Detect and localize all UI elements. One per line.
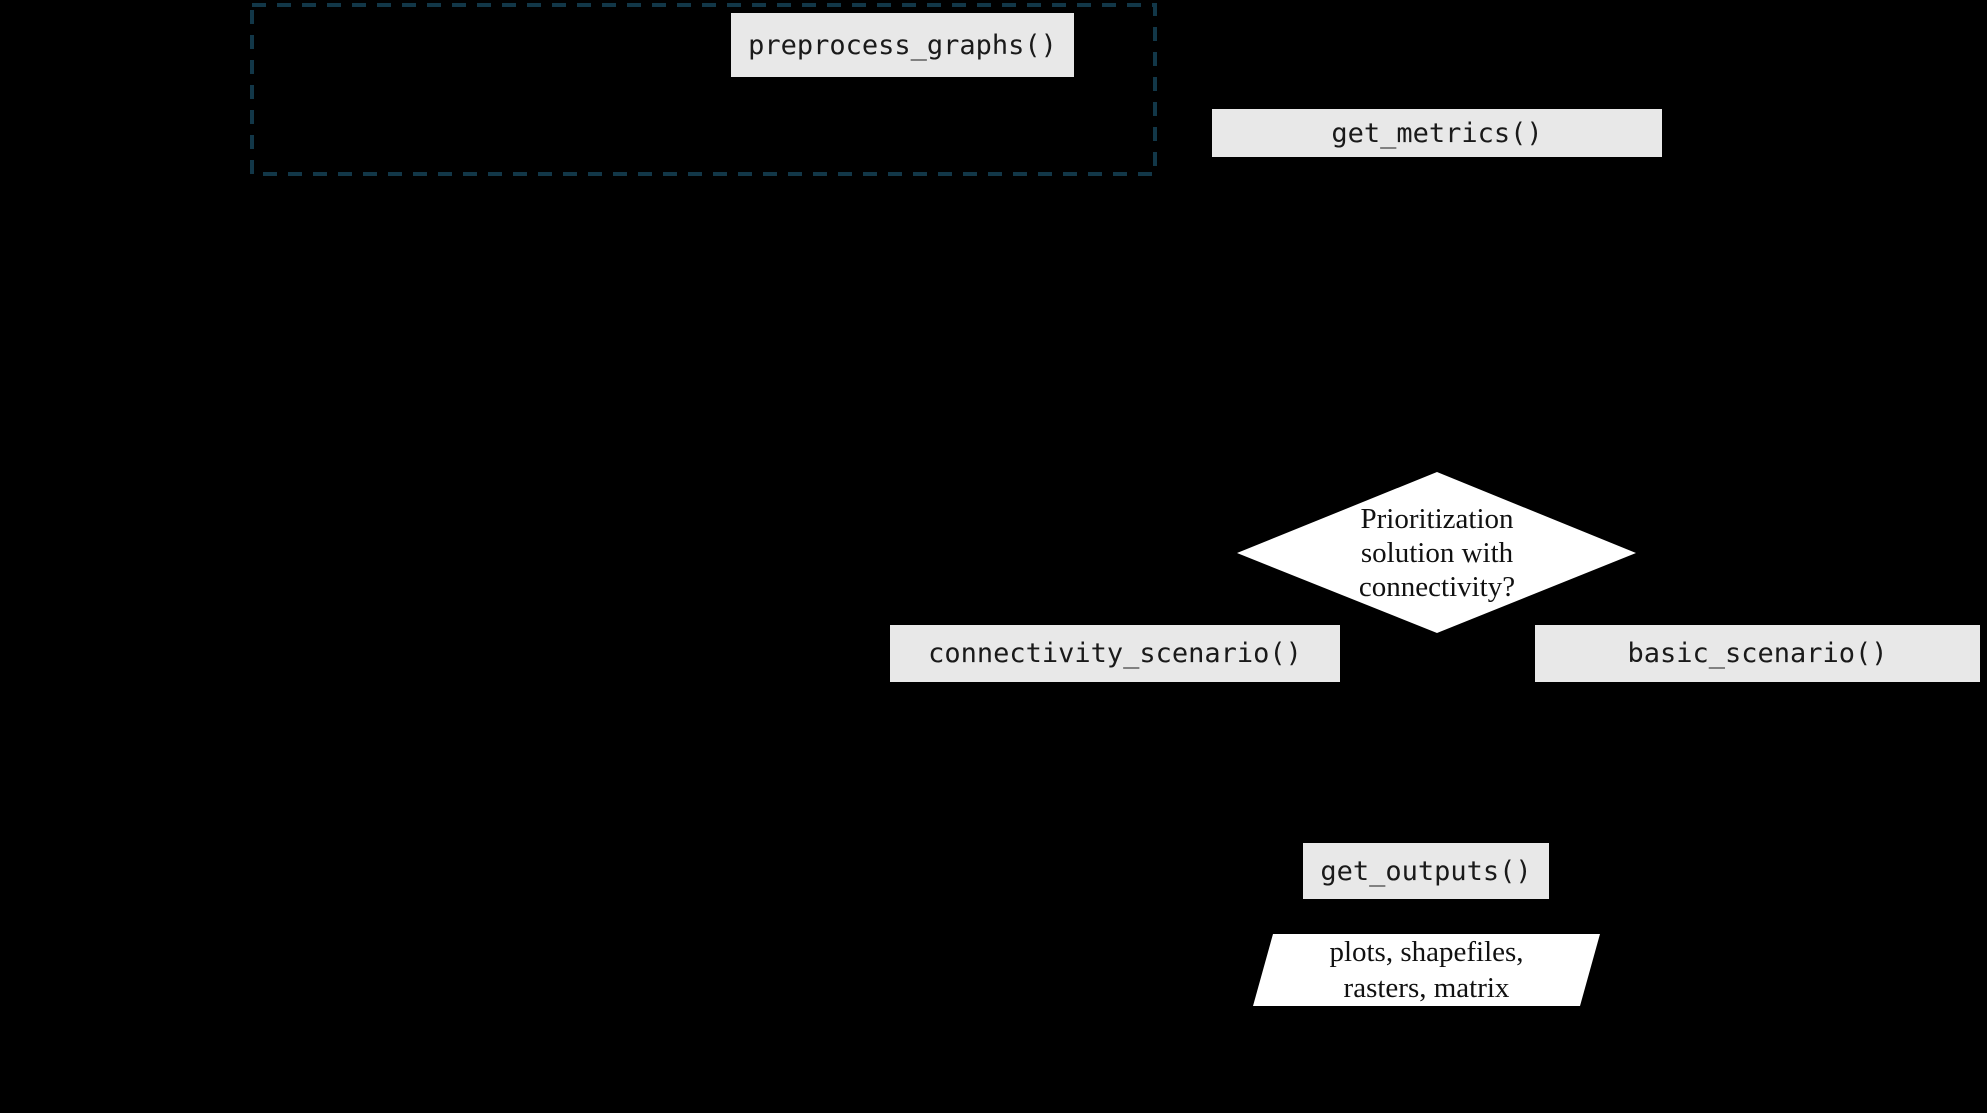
- get-metrics-label: get_metrics(): [1331, 117, 1543, 149]
- preprocess-graphs-node: preprocess_graphs(): [731, 13, 1074, 77]
- basic-scenario-node: basic_scenario(): [1535, 625, 1980, 682]
- decision-line-2: solution with: [1360, 536, 1514, 569]
- decision-line-3: connectivity?: [1358, 570, 1516, 603]
- basic-scenario-label: basic_scenario(): [1627, 638, 1888, 669]
- outputs-line-1: plots, shapefiles,: [1329, 936, 1524, 968]
- decision-line-1: Prioritization: [1360, 502, 1514, 535]
- preprocess-group-outline: [250, 3, 1157, 176]
- get-metrics-node: get_metrics(): [1212, 109, 1662, 157]
- connectivity-scenario-node: connectivity_scenario(): [890, 625, 1340, 682]
- get-outputs-label: get_outputs(): [1320, 855, 1532, 887]
- outputs-parallelogram-text: plots, shapefiles, rasters, matrix: [1253, 934, 1600, 1006]
- get-outputs-node: get_outputs(): [1303, 843, 1549, 899]
- outputs-parallelogram-shape: [1253, 934, 1600, 1006]
- decision-diamond-text: Prioritization solution with connectivit…: [1237, 472, 1637, 633]
- preprocess-graphs-label: preprocess_graphs(): [748, 29, 1057, 61]
- connectivity-scenario-label: connectivity_scenario(): [928, 638, 1302, 669]
- outputs-line-2: rasters, matrix: [1343, 972, 1510, 1004]
- decision-diamond-shape: [1237, 472, 1636, 633]
